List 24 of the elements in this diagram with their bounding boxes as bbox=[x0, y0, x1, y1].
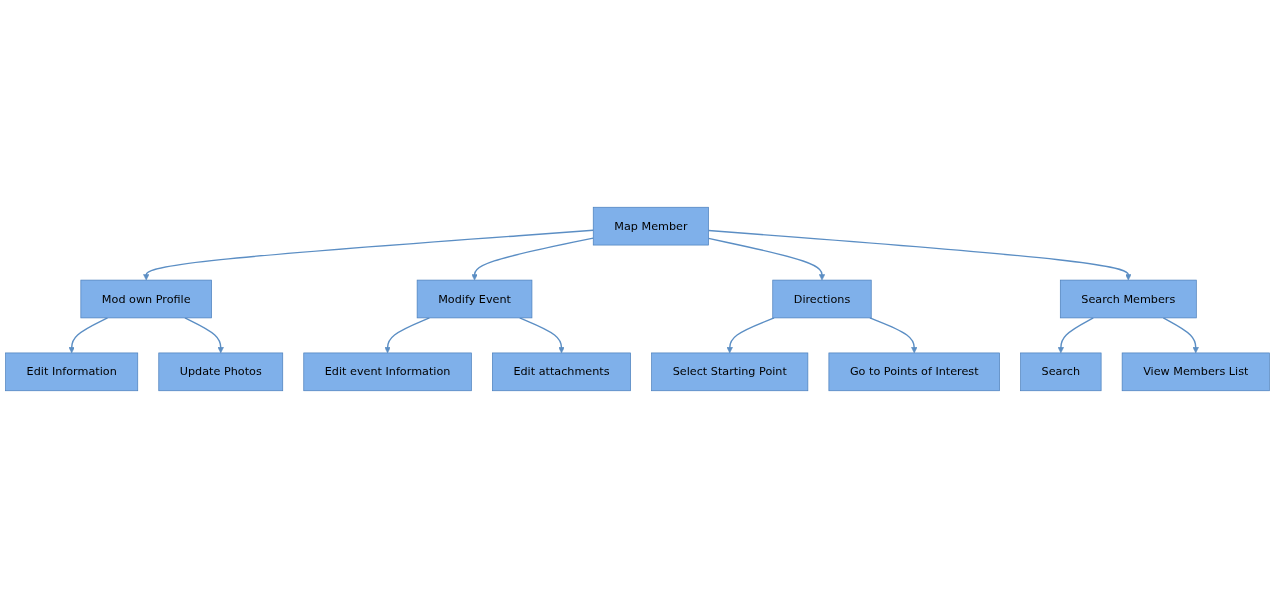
arrow bbox=[869, 317, 918, 354]
node-box: Update Photos bbox=[158, 352, 284, 392]
arrow bbox=[707, 237, 826, 281]
node-box: Mod own Profile bbox=[80, 279, 212, 319]
node-box: Modify Event bbox=[416, 279, 533, 319]
arrow bbox=[519, 317, 565, 354]
node-box: Search bbox=[1020, 352, 1102, 392]
node-box: Directions bbox=[772, 279, 872, 319]
node-box: Map Member bbox=[592, 206, 709, 246]
node-box: Go to Points of Interest bbox=[828, 352, 1000, 392]
node-box: View Members List bbox=[1121, 352, 1270, 392]
node-box: Edit event Information bbox=[303, 352, 472, 392]
node-box: Edit attachments bbox=[492, 352, 631, 392]
node-box: Edit Information bbox=[5, 352, 139, 392]
arrow bbox=[184, 317, 224, 354]
arrow bbox=[143, 229, 594, 281]
arrow bbox=[68, 317, 109, 354]
arrow bbox=[1162, 317, 1199, 354]
arrow bbox=[1057, 317, 1094, 354]
arrow bbox=[707, 229, 1132, 281]
arrow bbox=[726, 317, 775, 354]
node-box: Search Members bbox=[1059, 279, 1197, 319]
node-box: Select Starting Point bbox=[651, 352, 809, 392]
arrow bbox=[471, 237, 594, 281]
